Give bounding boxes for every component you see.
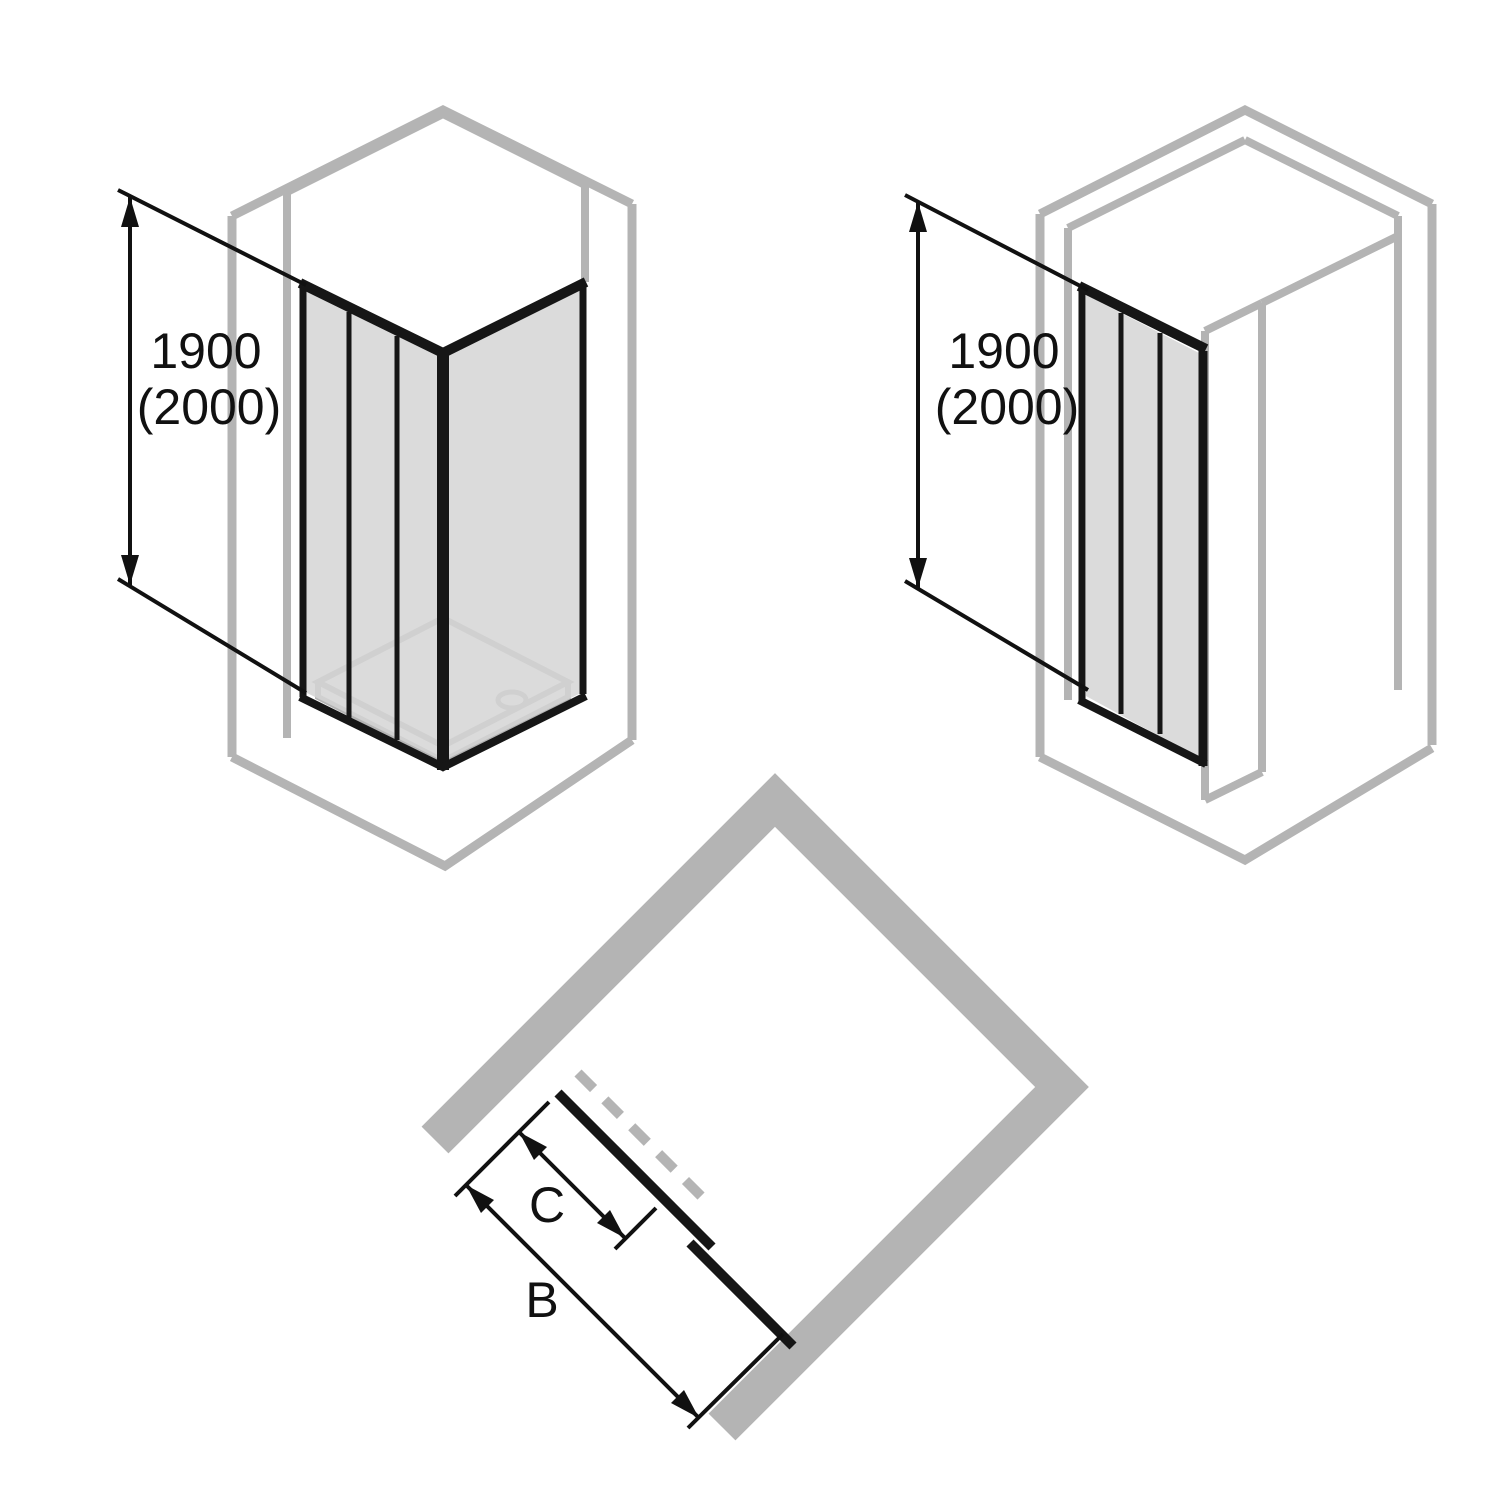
sliding-door-glass xyxy=(305,288,441,760)
height-value-label: 1900 xyxy=(948,323,1059,379)
extension-line-top xyxy=(904,193,1089,292)
floor-outline xyxy=(1037,744,1435,866)
arrow-down-icon xyxy=(909,558,927,588)
corner-entry-height-dimension: 1900 (2000) xyxy=(116,188,308,695)
wall-top-inner-right-edge xyxy=(1243,136,1400,220)
arrow-downright-icon xyxy=(597,1210,625,1238)
extension-line-top xyxy=(117,188,307,287)
plan-door-panel-line xyxy=(554,1089,716,1251)
door-bottom-rail xyxy=(298,693,447,772)
wall-top-outer-edge xyxy=(229,104,635,221)
sliding-panel-dashed-line xyxy=(574,1069,716,1211)
door-top-rail xyxy=(297,278,448,359)
c-dimension-label: C xyxy=(529,1177,565,1233)
right-wall-column-top xyxy=(1203,299,1264,335)
arrow-down-icon xyxy=(121,555,139,585)
height-alt-value-label: (2000) xyxy=(935,379,1080,435)
arrow-downright-icon xyxy=(671,1390,699,1418)
arrow-up-icon xyxy=(121,197,139,227)
corner-entry-walls xyxy=(227,104,637,872)
recess-height-dimension: 1900 (2000) xyxy=(903,193,1090,692)
right-wall-top-return xyxy=(1260,232,1400,307)
plan-walls-band xyxy=(421,773,1089,1441)
extension-line-bottom xyxy=(903,579,1090,692)
arrow-upleft-icon xyxy=(466,1185,494,1213)
sliding-door-glass xyxy=(1086,295,1199,758)
recess-frame xyxy=(1076,281,1209,768)
right-wall-column-bottom xyxy=(1203,768,1264,804)
wall-top-inner-left-edge xyxy=(1066,136,1247,232)
figure-recess: 1900 (2000) xyxy=(903,104,1437,866)
arrow-up-icon xyxy=(909,202,927,232)
extension-line-c-end xyxy=(613,1206,658,1251)
plan-dimension-b: B xyxy=(464,1183,785,1430)
side-panel-top-rail xyxy=(438,277,589,359)
wall-top-inner-right-edge xyxy=(441,110,587,189)
recess-glass xyxy=(1086,295,1199,758)
height-value-label: 1900 xyxy=(150,323,261,379)
arrow-upleft-icon xyxy=(519,1132,547,1160)
figure-plan-view: C B xyxy=(421,773,1089,1441)
wall-top-outer-edge xyxy=(1037,104,1435,219)
extension-line-b-end xyxy=(686,1332,785,1430)
plan-fixed-panel-line xyxy=(686,1239,797,1350)
height-alt-value-label: (2000) xyxy=(137,379,282,435)
side-panel-bottom-rail xyxy=(439,692,588,772)
extension-line-start xyxy=(453,1100,551,1198)
door-bottom-rail xyxy=(1077,696,1208,768)
figure-corner-entry: 1900 (2000) xyxy=(116,104,637,872)
b-dimension-label: B xyxy=(525,1272,558,1328)
b-dimension-line xyxy=(464,1183,701,1420)
floor-outline xyxy=(229,736,635,872)
wall-top-inner-left-edge xyxy=(285,110,445,196)
side-panel-glass xyxy=(445,286,583,760)
corner-entry-frame xyxy=(297,277,589,772)
corner-entry-glass xyxy=(305,286,583,760)
door-top-rail xyxy=(1076,281,1209,354)
extension-line-bottom xyxy=(116,577,308,695)
plan-dimension-c: C xyxy=(453,1100,658,1251)
